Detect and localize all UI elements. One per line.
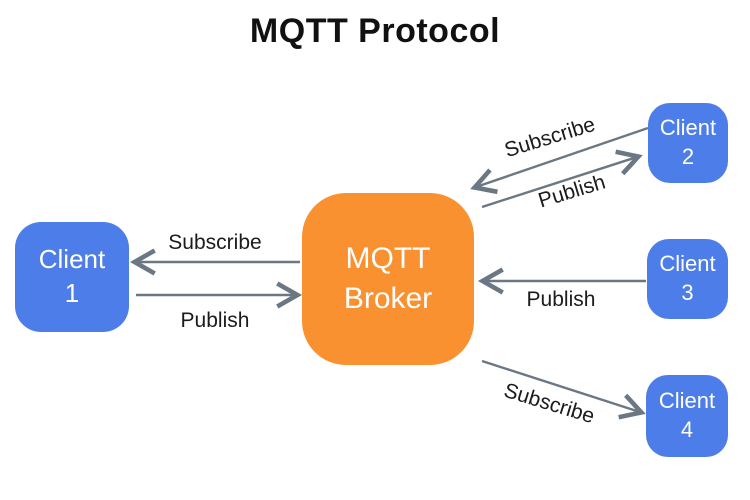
- client1-node: Client 1: [15, 222, 129, 332]
- client3-label-line2: 3: [681, 280, 694, 305]
- arrow-broker-to-client2-publish: [481, 149, 643, 209]
- broker-node: MQTT Broker: [302, 193, 474, 365]
- client1-label-line1: Client: [38, 244, 106, 275]
- broker-label-line2: Broker: [343, 282, 433, 315]
- client4-node: Client 4: [646, 375, 728, 457]
- client3-node: Client 3: [647, 239, 728, 319]
- client4-label-line2: 4: [680, 417, 694, 442]
- arrow-broker-to-client4-subscribe: [481, 359, 646, 420]
- broker-label-line1: MQTT: [345, 241, 431, 275]
- edge-label-client1-publish: Publish: [180, 309, 250, 332]
- diagram-title: MQTT Protocol: [249, 12, 501, 50]
- client3-label-line1: Client: [659, 251, 716, 277]
- client1-label-line2: 1: [64, 278, 80, 308]
- edge-label-client1-subscribe: Subscribe: [168, 231, 262, 254]
- arrow-client2-to-broker-subscribe: [470, 126, 649, 195]
- client2-label-line1: Client: [659, 115, 717, 141]
- client2-node: Client 2: [648, 103, 728, 183]
- edge-label-client3-publish: Publish: [526, 288, 596, 311]
- client4-label-line1: Client: [658, 388, 716, 414]
- client2-label-line2: 2: [681, 144, 695, 169]
